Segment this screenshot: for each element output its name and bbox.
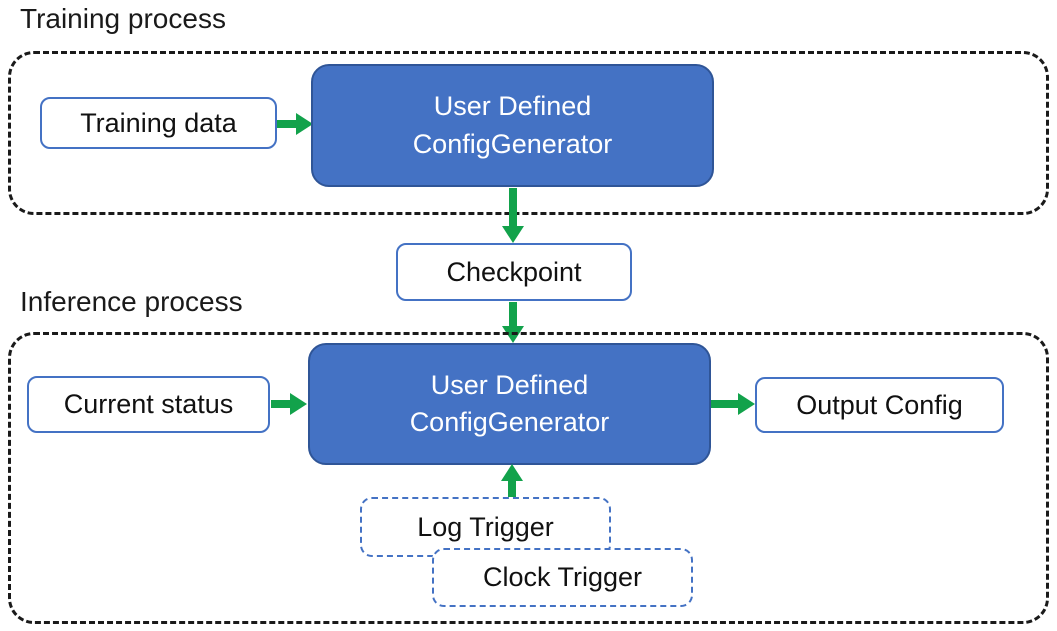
inference-config-generator-node: User Defined ConfigGenerator — [308, 343, 711, 465]
inference-config-generator-line1: User Defined — [430, 369, 589, 400]
current-status-node: Current status — [27, 376, 270, 433]
clock-trigger-label: Clock Trigger — [482, 562, 643, 592]
inference-process-label: Inference process — [20, 286, 243, 317]
training-process-label: Training process — [20, 3, 226, 34]
output-config-node: Output Config — [755, 377, 1004, 433]
log-trigger-node: Log Trigger — [360, 497, 611, 557]
inference-process-container — [8, 332, 1049, 624]
current-status-label: Current status — [63, 389, 234, 419]
training-data-label: Training data — [80, 107, 237, 138]
training-config-generator-node: User Defined ConfigGenerator — [311, 64, 714, 187]
checkpoint-node: Checkpoint — [396, 243, 632, 301]
checkpoint-label: Checkpoint — [446, 256, 582, 287]
arrow-right-current-status-to-generator-icon — [271, 391, 307, 417]
output-config-label: Output Config — [796, 389, 963, 420]
clock-trigger-node: Clock Trigger — [432, 548, 693, 607]
inference-config-generator-line2: ConfigGenerator — [409, 407, 610, 437]
training-data-node: Training data — [40, 97, 277, 149]
training-process-container — [8, 51, 1049, 215]
arrow-up-triggers-to-generator-icon — [499, 464, 525, 498]
log-trigger-label: Log Trigger — [417, 511, 554, 542]
arrow-right-generator-to-output-config-icon — [711, 391, 755, 417]
training-config-generator-line1: User Defined — [433, 91, 592, 122]
arrow-right-training-data-to-generator-icon — [277, 111, 313, 137]
arrow-down-generator-to-checkpoint-icon — [500, 188, 526, 243]
training-config-generator-line2: ConfigGenerator — [412, 128, 613, 159]
